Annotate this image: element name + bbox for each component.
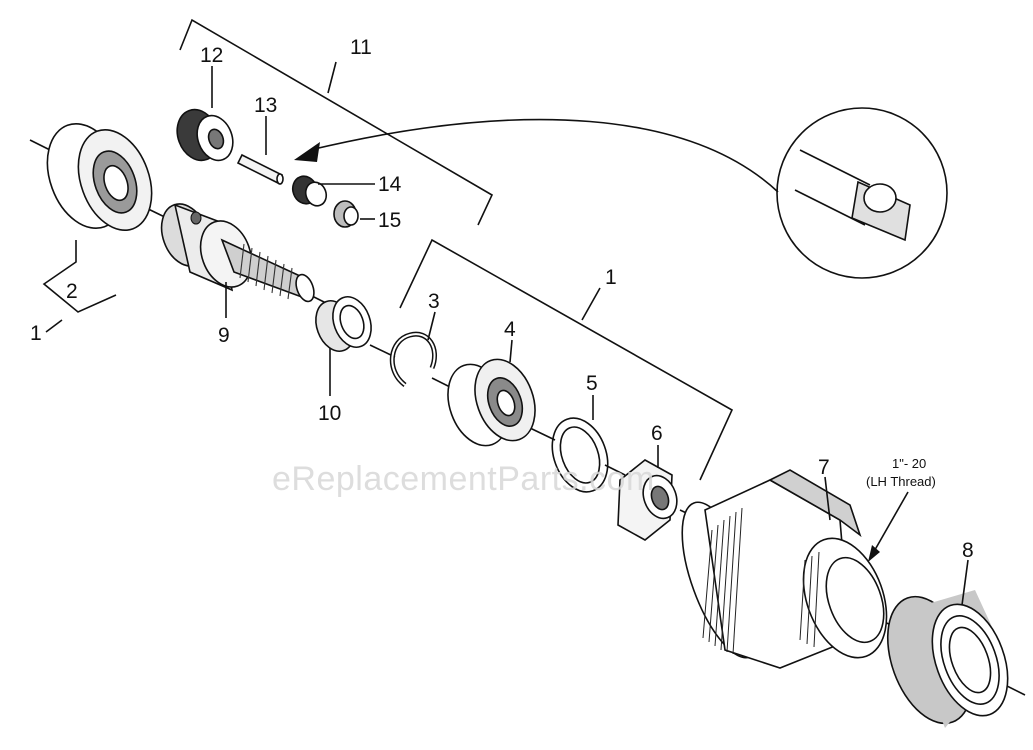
detail-arrow — [294, 118, 779, 193]
callout-7: 7 — [818, 456, 830, 479]
part-3-snap-ring — [389, 331, 437, 387]
callout-1-left: 1 — [30, 322, 42, 345]
callout-12: 12 — [200, 44, 223, 67]
part-2-bearing — [46, 122, 153, 232]
callout-13: 13 — [254, 94, 277, 117]
part-9-shaft — [160, 203, 315, 303]
callout-labels: 11 12 13 14 15 2 1 9 10 3 1 4 5 6 7 8 1"… — [30, 36, 974, 562]
part-15-sleeve — [333, 200, 359, 228]
part-5-wave-washer — [551, 417, 609, 493]
callout-8: 8 — [962, 539, 974, 562]
bracket-11 — [179, 18, 494, 226]
part-8-cap — [886, 590, 1009, 728]
leader-lines — [211, 66, 969, 606]
part-14-small-gear — [291, 175, 328, 207]
part-12-gear — [176, 108, 234, 162]
bracket-1-right — [399, 238, 734, 481]
callout-15: 15 — [378, 209, 401, 232]
watermark-text: eReplacementParts.com — [272, 460, 655, 498]
detail-inset — [776, 107, 948, 279]
part-13-pin — [236, 153, 284, 185]
callout-11: 11 — [350, 36, 372, 59]
callout-3: 3 — [428, 290, 440, 313]
thread-type-label: (LH Thread) — [866, 474, 936, 489]
callout-6: 6 — [651, 422, 663, 445]
part-10-bushing — [315, 296, 372, 352]
thread-size-label: 1"- 20 — [892, 456, 926, 471]
callout-4: 4 — [504, 318, 516, 341]
callout-9: 9 — [218, 324, 230, 347]
bracket-2-left — [42, 240, 117, 333]
part-7-housing — [681, 469, 888, 669]
part-4-bearing — [447, 358, 536, 447]
callout-10: 10 — [318, 402, 341, 425]
callout-1-right: 1 — [605, 266, 617, 289]
callout-5: 5 — [586, 372, 598, 395]
part-6-nut — [617, 459, 678, 541]
callout-2: 2 — [66, 280, 78, 303]
callout-14: 14 — [378, 173, 402, 196]
